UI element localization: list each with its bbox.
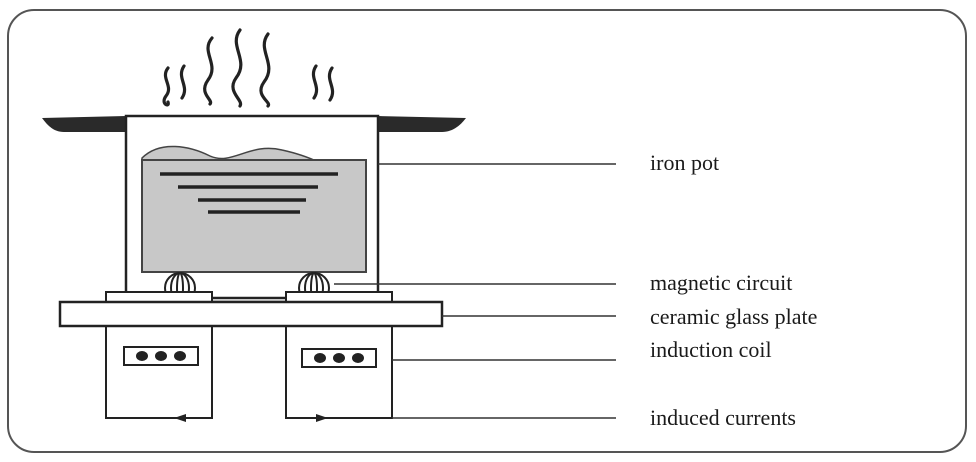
label-ceramic-glass-plate: ceramic glass plate: [650, 304, 817, 329]
arrow-icon-current-right: [316, 414, 328, 422]
heat-lines: [160, 172, 338, 214]
food-contents: [141, 159, 367, 273]
ceramic-glass-plate: [58, 300, 444, 328]
left-handle: [42, 116, 126, 132]
label-induction-coil: induction coil: [650, 337, 772, 362]
food-surface: [141, 145, 319, 163]
steam-icon: [162, 28, 335, 108]
arrow-icon-current-left: [174, 414, 186, 422]
right-handle: [378, 116, 466, 132]
label-iron-pot: iron pot: [650, 150, 719, 175]
induction-coil-right: [301, 348, 377, 368]
induction-coil-left: [123, 346, 199, 366]
label-magnetic-circuit: magnetic circuit: [650, 270, 792, 295]
leader-lines: [334, 163, 616, 419]
label-induced-currents: induced currents: [650, 405, 796, 430]
